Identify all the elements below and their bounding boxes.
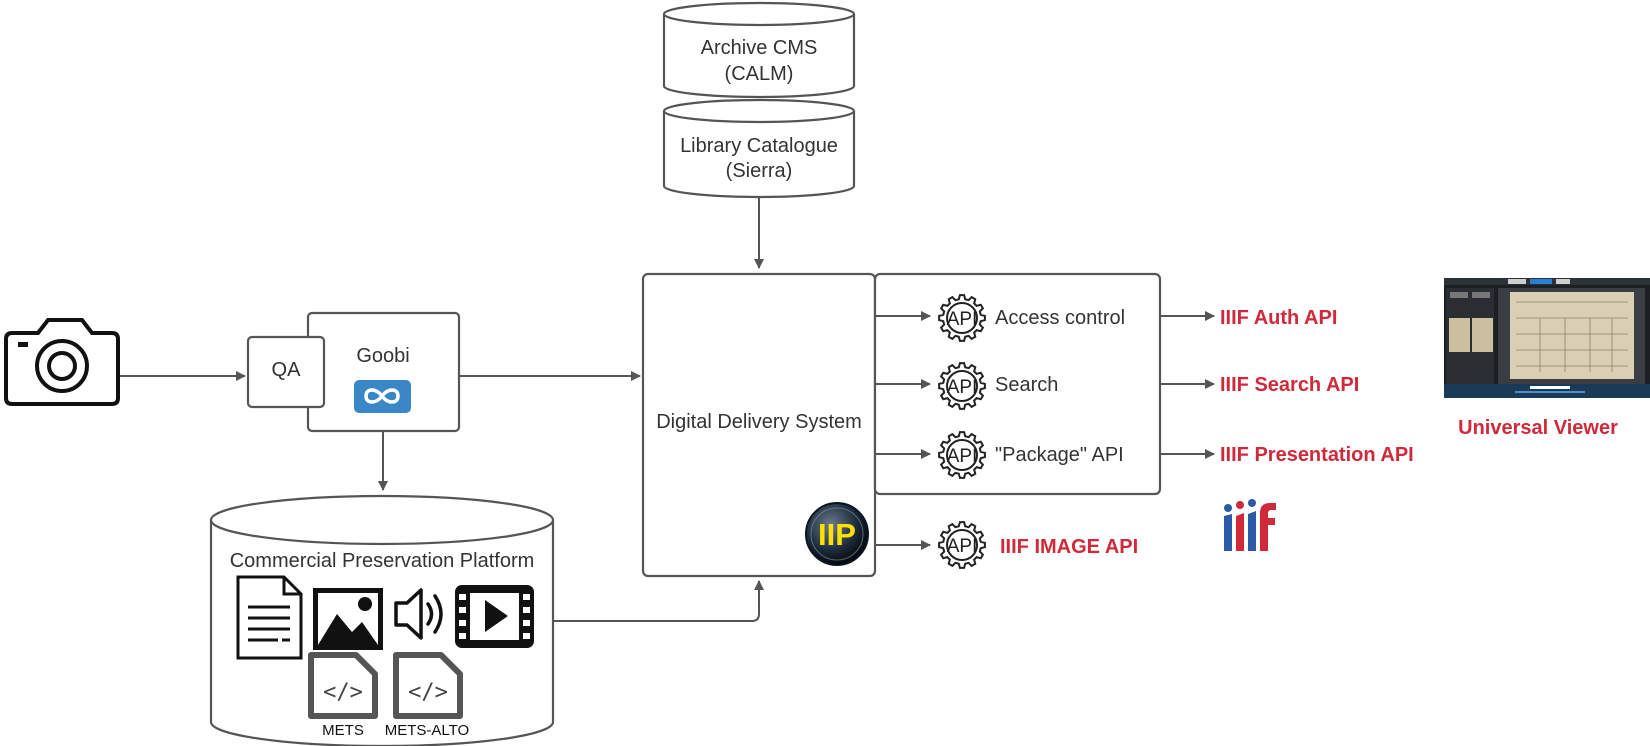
universal-viewer-label: Universal Viewer: [1458, 417, 1618, 439]
api-gear-icon: API: [938, 362, 986, 410]
gear-inner-ring: [946, 439, 978, 471]
archive-cms-subtitle: (CALM): [725, 63, 794, 85]
api-gear-icon: API: [938, 431, 986, 479]
mets-alto-label: METS-ALTO: [385, 722, 469, 739]
api-name-package: "Package" API: [995, 444, 1124, 466]
preservation-platform-db: Commercial Preservation Platform: [209, 494, 555, 746]
code-file-icon: </>: [308, 652, 378, 719]
preservation-platform-title: Commercial Preservation Platform: [230, 550, 535, 572]
document-icon: [236, 575, 303, 660]
infinity-icon: [354, 380, 411, 413]
code-file-icon: </>: [393, 652, 463, 719]
qa-box: QA: [246, 335, 326, 409]
archive-cms-db: Archive CMS (CALM): [662, 1, 856, 99]
archive-cms-title: Archive CMS: [701, 37, 818, 59]
audio-icon: [394, 588, 443, 640]
gear-inner-ring: [946, 370, 978, 402]
api-name-search: Search: [995, 374, 1058, 396]
universal-viewer-screenshot: Universal Viewer: [1444, 278, 1650, 439]
gear-api-text: API: [947, 536, 978, 557]
mets-label: METS: [322, 722, 364, 739]
iiif-presentation-api-label: IIIF Presentation API: [1220, 444, 1414, 466]
iip-logo-text: IIP: [818, 517, 856, 552]
iiif-logo-icon: [1224, 499, 1276, 551]
goobi-label: Goobi: [356, 345, 409, 367]
image-icon: [313, 588, 383, 650]
goobi-box: Goobi: [306, 311, 461, 433]
gear-inner-ring: [946, 302, 978, 334]
iiif-image-api-label: IIIF IMAGE API: [1000, 536, 1138, 558]
api-name-access-control: Access control: [995, 307, 1125, 329]
library-catalogue-title: Library Catalogue: [680, 135, 838, 157]
gear-api-text: API: [947, 309, 978, 330]
gear-api-text: API: [947, 446, 978, 467]
iip-logo-icon: IIP: [805, 502, 869, 566]
svg-text:</>: </>: [408, 680, 448, 705]
gear-inner-ring: [946, 529, 978, 561]
digital-delivery-system-box: Digital Delivery System IIP: [641, 272, 877, 578]
api-gear-icon: API: [938, 294, 986, 342]
video-icon: [455, 585, 534, 648]
library-catalogue-db: Library Catalogue (Sierra): [662, 98, 856, 199]
library-catalogue-subtitle: (Sierra): [726, 160, 793, 182]
gear-api-text: API: [947, 377, 978, 398]
qa-label: QA: [272, 359, 302, 381]
preservation-to-dds-arrow: [553, 580, 764, 622]
api-rows: API Access control IIIF Auth API API Sea…: [875, 294, 1414, 569]
iiif-auth-api-label: IIIF Auth API: [1220, 307, 1337, 329]
camera-icon: [3, 318, 120, 406]
iiif-search-api-label: IIIF Search API: [1220, 374, 1359, 396]
dds-label: Digital Delivery System: [656, 411, 862, 433]
svg-text:</>: </>: [323, 680, 363, 705]
api-gear-icon: API: [938, 521, 986, 569]
